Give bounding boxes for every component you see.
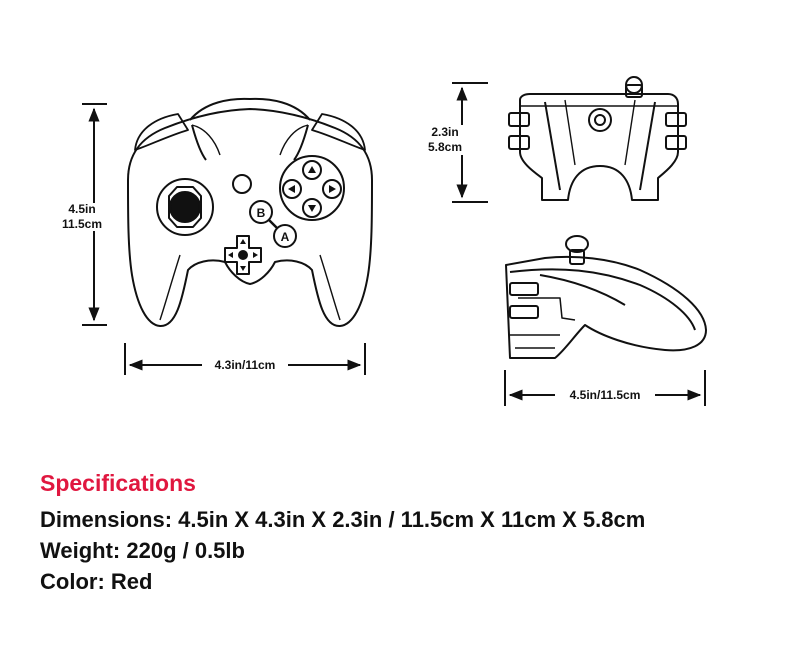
front-width-label-bg: [202, 356, 288, 373]
front-height-label-bg: [58, 203, 112, 231]
spec-color: Color: Red: [40, 569, 153, 594]
controller-side-view: [505, 235, 707, 359]
front-height-cm: 11.5cm: [62, 217, 102, 231]
top-depth-cm: 5.8cm: [428, 140, 462, 154]
button-b-label: B: [257, 206, 266, 220]
side-length-label-bg: [555, 386, 655, 403]
top-depth-in: 2.3in: [431, 125, 458, 139]
top-depth-label-bg: [423, 125, 468, 155]
front-width-label: 4.3in/11cm: [215, 358, 276, 372]
spec-dimensions: Dimensions: 4.5in X 4.3in X 2.3in / 11.5…: [40, 507, 646, 532]
specifications-section: Specifications Dimensions: 4.5in X 4.3in…: [40, 468, 780, 597]
specifications-title: Specifications: [40, 470, 196, 496]
front-height-in: 4.5in: [68, 202, 95, 216]
controller-front-view: [127, 97, 373, 328]
button-a-label: A: [281, 230, 290, 244]
product-drawing: B A: [58, 76, 707, 406]
controller-top-view: [508, 76, 687, 201]
spec-weight: Weight: 220g / 0.5lb: [40, 538, 245, 563]
side-length-label: 4.5in/11.5cm: [570, 388, 641, 402]
